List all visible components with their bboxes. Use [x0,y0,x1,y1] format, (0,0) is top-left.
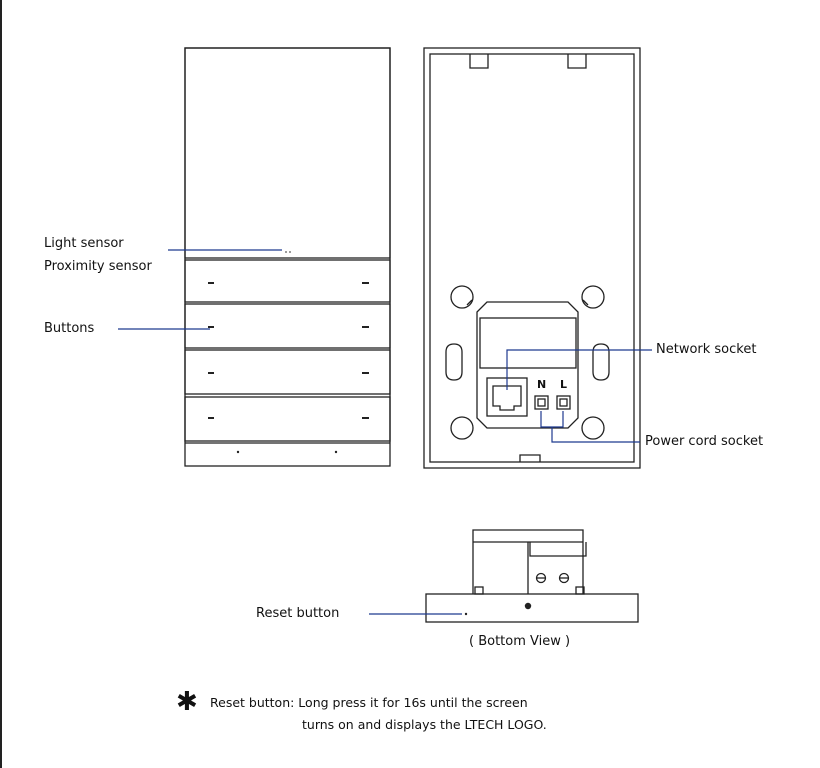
module-window [479,317,577,369]
sensor-dot-1 [285,251,287,253]
bottom-screw-right [558,572,570,584]
top-notch-left [469,54,489,69]
leader-lines [118,249,652,615]
label-network-socket: Network socket [656,342,757,357]
front-screen [184,47,391,259]
mounting-plate [476,301,579,429]
mount-hole-top-left [450,285,474,309]
front-dot-right [334,450,338,454]
mount-hole-top-right [581,285,605,309]
front-button-2 [184,303,391,349]
terminal-n-screw [537,398,546,407]
page-left-border [0,0,2,768]
bottom-view [425,529,639,623]
network-socket-leader [506,349,652,390]
back-panel-inner [429,53,635,463]
bottom-foot-left [474,586,484,595]
label-reset-button: Reset button [256,606,340,621]
slot-left [445,343,463,381]
bottom-upper-block [472,529,584,594]
reset-hole [524,602,532,610]
power-cord-leader [540,411,564,428]
note-asterisk-icon: ✱ [176,687,198,717]
front-view [184,47,391,467]
sensor-dot-2 [289,251,291,253]
note-line-1: Reset button: Long press it for 16s unti… [210,695,528,710]
front-button-marks [208,282,369,419]
terminal-n-label: N [537,378,546,391]
front-panel-outline [184,47,391,467]
mount-hole-bottom-left [450,416,474,440]
front-button-1 [184,259,391,303]
label-proximity-sensor: Proximity sensor [44,259,152,274]
rj45-port [492,385,522,411]
terminal-l-label: L [560,378,567,391]
front-button-3 [184,349,391,395]
note-line-2: turns on and displays the LTECH LOGO. [302,717,547,732]
label-power-cord-socket: Power cord socket [645,434,764,449]
terminal-l [556,395,571,410]
label-light-sensor: Light sensor [44,236,124,251]
front-button-4 [184,396,391,442]
bottom-notch [519,454,541,462]
front-dot-left [236,450,240,454]
slot-right [592,343,610,381]
terminal-n [534,395,549,410]
terminal-l-screw [559,398,568,407]
top-notch-right [567,54,587,69]
bottom-body [425,593,639,623]
mount-hole-bottom-right [581,416,605,440]
bottom-foot-right [575,586,585,595]
bottom-screw-left [535,572,547,584]
label-bottom-view: ( Bottom View ) [469,634,571,649]
reset-button-dot [464,612,468,616]
back-panel-outer [423,47,641,469]
back-view [423,47,641,469]
label-buttons: Buttons [44,321,95,336]
